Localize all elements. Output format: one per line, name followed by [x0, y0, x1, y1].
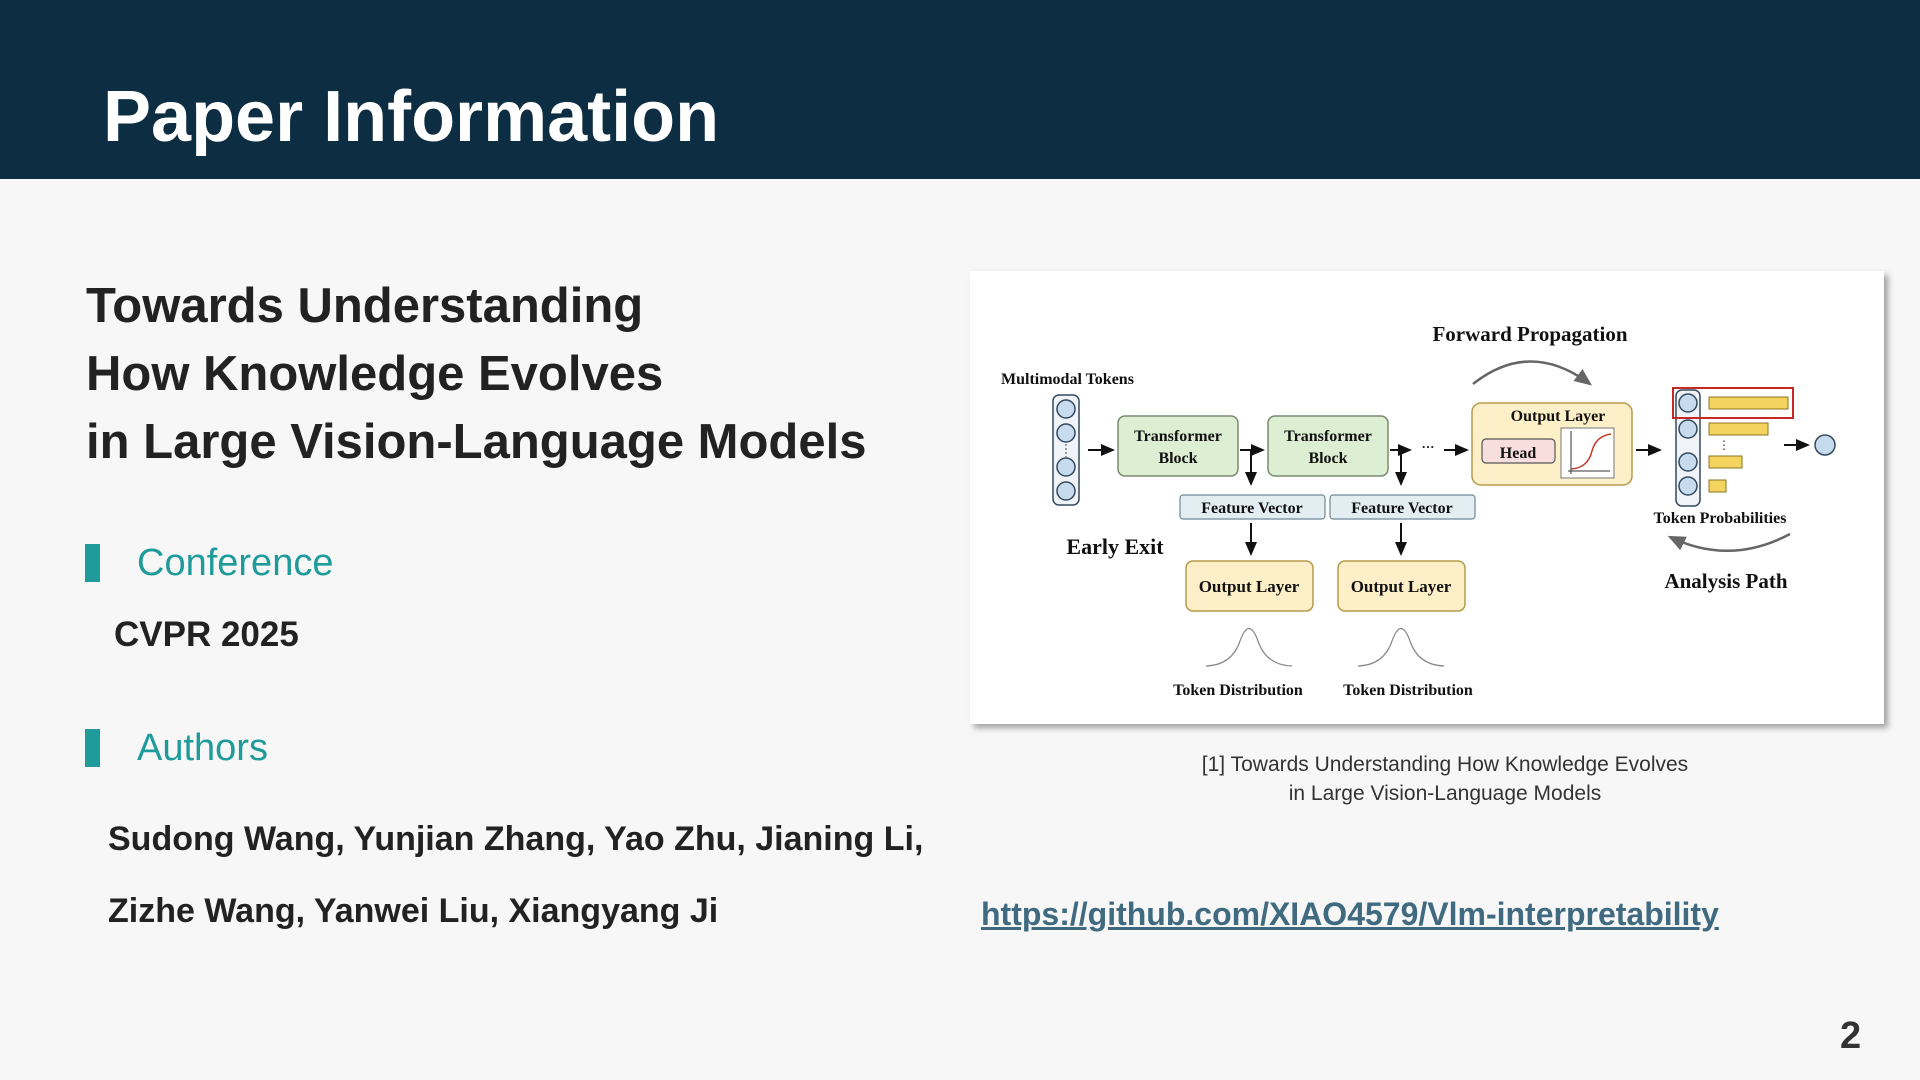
token-circle — [1678, 476, 1698, 496]
transformer-block-1-label: Transformer — [1134, 428, 1222, 445]
token-circle — [1678, 419, 1698, 439]
feature-vector-2 — [1329, 494, 1476, 520]
token-distribution-curve — [1205, 627, 1293, 667]
slide-header: Paper Information — [0, 0, 1920, 179]
token-circle — [1056, 457, 1076, 477]
early-exit-label: Early Exit — [1066, 534, 1164, 559]
conference-value: CVPR 2025 — [114, 615, 299, 654]
paper-title-line: How Knowledge Evolves — [86, 347, 664, 401]
output-layer-2-label: Output Layer — [1351, 577, 1452, 596]
authors-line: Sudong Wang, Yunjian Zhang, Yao Zhu, Jia… — [108, 820, 924, 858]
token-circle — [1678, 393, 1698, 413]
token-circle — [1056, 423, 1076, 443]
top-token-highlight — [1672, 387, 1794, 419]
authors-line: Zizhe Wang, Yanwei Liu, Xiangyang Ji — [108, 892, 719, 930]
activation-plot — [1560, 427, 1615, 479]
section-marker-bar — [85, 729, 100, 767]
caption-line: in Large Vision-Language Models — [1288, 782, 1602, 805]
conference-label: Conference — [137, 542, 334, 584]
feature-vector-1-label: Feature Vector — [1201, 500, 1302, 517]
head-label: Head — [1500, 445, 1537, 462]
token-circle — [1678, 452, 1698, 472]
authors-label: Authors — [137, 727, 268, 769]
github-repo-link[interactable]: https://github.com/XIAO4579/Vlm-interpre… — [981, 896, 1719, 932]
token-circle — [1056, 399, 1076, 419]
conference-heading: Conference — [85, 543, 333, 583]
prob-bar — [1708, 479, 1727, 493]
multimodal-tokens-label: Multimodal Tokens — [1001, 371, 1134, 388]
caption-line: [1] Towards Understanding How Knowledge … — [1201, 753, 1689, 776]
slide-title: Paper Information — [103, 77, 720, 157]
output-layer-2 — [1337, 560, 1466, 612]
section-marker-bar — [85, 544, 100, 582]
output-layer-main-label: Output Layer — [1511, 408, 1606, 425]
prob-bar — [1708, 396, 1789, 410]
method-diagram: Forward Propagation Multimodal Tokens Tr… — [1001, 322, 1836, 699]
authors-heading: Authors — [85, 728, 268, 768]
ellipsis: ··· — [1421, 439, 1434, 454]
paper-title-line: in Large Vision-Language Models — [86, 415, 867, 469]
feature-vector-2-label: Feature Vector — [1351, 500, 1452, 517]
output-token-circle — [1814, 434, 1836, 456]
transformer-block-1 — [1117, 415, 1239, 477]
page-number: 2 — [1840, 1015, 1862, 1057]
head-box — [1481, 438, 1556, 464]
method-figure: Forward Propagation Multimodal Tokens Tr… — [970, 271, 1884, 724]
output-layer-1-label: Output Layer — [1199, 577, 1300, 596]
prob-bar — [1708, 422, 1769, 436]
token-distribution-1-label: Token Distribution — [1173, 682, 1303, 699]
forward-propagation-label: Forward Propagation — [1432, 322, 1627, 346]
transformer-block-2-label: Block — [1308, 450, 1347, 467]
paper-title-line: Towards Understanding — [86, 279, 644, 333]
activation-curve — [1570, 433, 1612, 470]
prob-ellipsis: ⋮ — [1718, 438, 1730, 452]
forward-propagation-arrow — [1472, 360, 1593, 386]
paper-title: Towards Understanding How Knowledge Evol… — [86, 272, 866, 476]
token-circle — [1056, 481, 1076, 501]
token-probabilities-label: Token Probabilities — [1654, 510, 1787, 527]
transformer-block-1-label: Block — [1158, 450, 1197, 467]
feature-vector-1 — [1179, 494, 1326, 520]
token-distribution-2-label: Token Distribution — [1343, 682, 1473, 699]
analysis-path-arrow — [1667, 532, 1791, 552]
transformer-block-2 — [1267, 415, 1389, 477]
analysis-path-label: Analysis Path — [1664, 569, 1787, 593]
output-layer-1 — [1185, 560, 1314, 612]
token-distribution-curve — [1357, 627, 1445, 667]
transformer-block-2-label: Transformer — [1284, 428, 1372, 445]
prob-bar — [1708, 455, 1743, 469]
figure-caption: [1] Towards Understanding How Knowledge … — [1050, 750, 1840, 808]
